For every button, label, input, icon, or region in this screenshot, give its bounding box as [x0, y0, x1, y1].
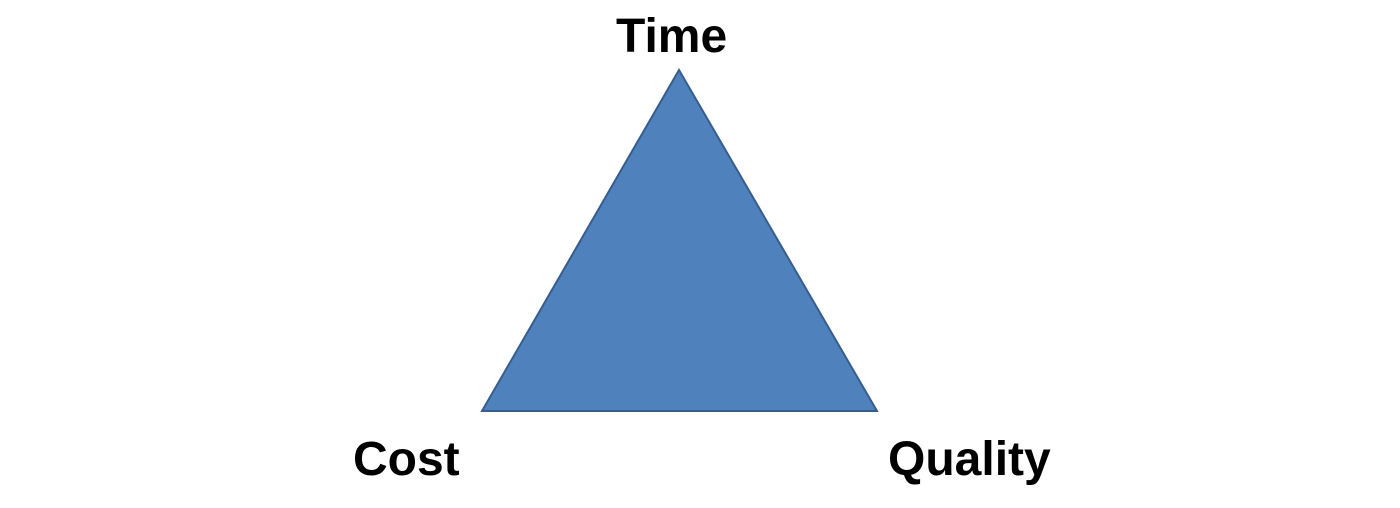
- vertex-label-cost: Cost: [353, 433, 460, 486]
- vertex-label-quality: Quality: [888, 433, 1051, 486]
- vertex-label-time: Time: [616, 10, 728, 63]
- triangle-shape: [480, 68, 879, 412]
